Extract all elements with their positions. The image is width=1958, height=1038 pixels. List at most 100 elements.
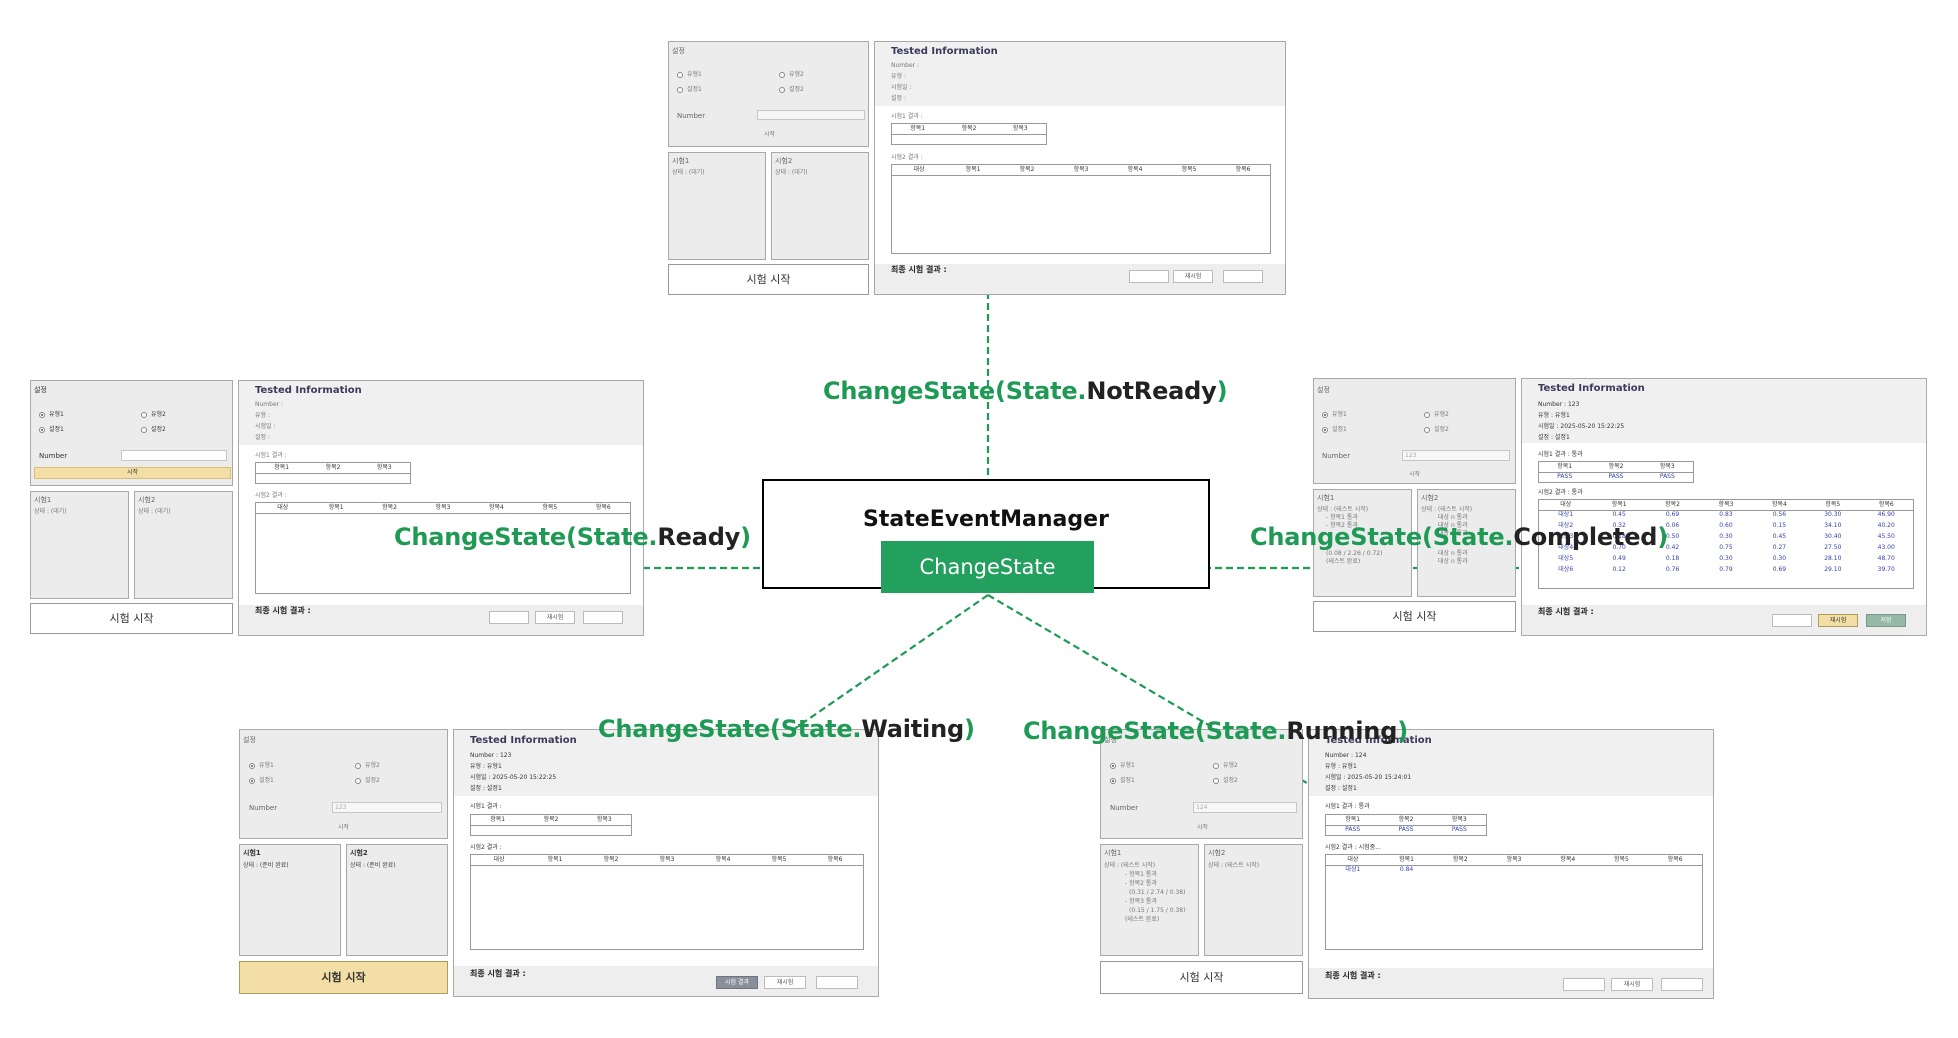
test1-log-1: - 항목1 통과	[1125, 871, 1157, 878]
test2-status: 상태 : (준비 완료)	[350, 862, 396, 869]
label-ready: ChangeState(State.Ready)	[394, 523, 751, 551]
save-button[interactable]	[583, 611, 623, 624]
retest-button[interactable]: 재시험	[1818, 614, 1858, 627]
radio-type2[interactable]	[141, 412, 147, 418]
test1-log-3: (0.08 / 2.26 / 0.72)	[1326, 550, 1383, 557]
radio-setting2[interactable]	[1424, 427, 1430, 433]
retest-button[interactable]: 재시험	[764, 976, 806, 989]
radio-setting2[interactable]	[1213, 778, 1219, 784]
test2-title: 시험2	[1421, 494, 1439, 502]
retest-button[interactable]: 재시험	[1173, 270, 1213, 283]
info-number: Number : 123	[1538, 401, 1580, 408]
test1-tile: 시험1 상태 : (준비 완료)	[239, 844, 341, 956]
result-button[interactable]	[1772, 614, 1812, 627]
radio-type2[interactable]	[779, 72, 785, 78]
result-button[interactable]: 시험 결과	[716, 976, 758, 989]
radio-setting1[interactable]	[1110, 778, 1116, 784]
start-small-button[interactable]: 시작	[764, 131, 776, 138]
radio-setting1[interactable]	[677, 87, 683, 93]
radio-setting1-label: 설정1	[49, 426, 64, 433]
retest-button[interactable]: 재시험	[535, 611, 575, 624]
radio-setting1[interactable]	[1322, 427, 1328, 433]
change-state-button[interactable]: ChangeState	[881, 541, 1094, 593]
retest-button[interactable]: 재시험	[1611, 978, 1653, 991]
start-small-button[interactable]: 시작	[1409, 471, 1421, 478]
start-test-button[interactable]: 시험 시작	[1313, 601, 1516, 632]
radio-setting2-label: 설정2	[151, 426, 166, 433]
save-button[interactable]: 저장	[1866, 614, 1906, 627]
result1-label: 시험1 결과 :	[470, 803, 502, 810]
settings-title: 설정	[34, 386, 47, 394]
test1-log-2: - 항목2 통과	[1125, 880, 1157, 887]
result-button[interactable]	[1563, 978, 1605, 991]
panel-ready: 설정 유형1 유형2 설정1 설정2 Number 시작 시험1 상태 : (대…	[30, 380, 644, 636]
test1-tile: 시험1 상태 : (대기)	[30, 491, 129, 599]
info-pane: Tested Information Number : 123 유형 : 유형1…	[453, 729, 879, 997]
radio-type2[interactable]	[1424, 412, 1430, 418]
start-test-button[interactable]: 시험 시작	[668, 264, 869, 295]
result-button[interactable]	[489, 611, 529, 624]
radio-type2-label: 유형2	[1434, 411, 1449, 418]
radio-setting2[interactable]	[779, 87, 785, 93]
info-type: 유형 : 유형1	[470, 763, 502, 770]
tested-info-title: Tested Information	[891, 46, 998, 57]
radio-type1[interactable]	[39, 412, 45, 418]
radio-setting2[interactable]	[355, 778, 361, 784]
settings-pane: 설정 유형1 유형2 설정1 설정2 Number 123 시작	[1313, 378, 1516, 484]
radio-type1[interactable]	[249, 763, 255, 769]
start-small-button[interactable]: 시작	[1197, 824, 1209, 831]
test1-log-1: - 항목1 통과	[1326, 514, 1358, 521]
radio-setting1-label: 설정1	[1332, 426, 1347, 433]
radio-setting1[interactable]	[249, 778, 255, 784]
radio-type1[interactable]	[677, 72, 683, 78]
save-button[interactable]	[1661, 978, 1703, 991]
info-type: 유형 : 유형1	[1325, 763, 1357, 770]
radio-type2[interactable]	[355, 763, 361, 769]
radio-type1[interactable]	[1322, 412, 1328, 418]
test2-tile: 시험2 상태 : (대기)	[134, 491, 233, 599]
test1-title: 시험1	[672, 157, 690, 165]
result1-label: 시험1 결과 : 통과	[1325, 803, 1370, 810]
start-test-button[interactable]: 시험 시작	[1100, 961, 1303, 994]
panel-completed: 설정 유형1 유형2 설정1 설정2 Number 123 시작 시험1 상태 …	[1313, 378, 1927, 636]
test1-log-2: - 항목2 통과	[1326, 522, 1358, 529]
start-test-button[interactable]: 시험 시작	[239, 961, 448, 994]
info-pane: Tested Information Number : 유형 : 시험일 : 설…	[238, 380, 644, 636]
label-completed: ChangeState(State.Completed)	[1250, 523, 1669, 551]
result1-label: 시험1 결과 : 통과	[1538, 451, 1583, 458]
radio-type1[interactable]	[1110, 763, 1116, 769]
settings-pane: 설정 유형1 유형2 설정1 설정2 Number 123 시작	[239, 729, 448, 839]
radio-setting1-label: 설정1	[1120, 777, 1135, 784]
info-setting: 설정 :	[891, 95, 906, 102]
save-button[interactable]	[816, 976, 858, 989]
start-test-button[interactable]: 시험 시작	[30, 603, 233, 634]
radio-type1-label: 유형1	[1332, 411, 1347, 418]
number-input[interactable]	[121, 450, 227, 461]
info-setting: 설정 :	[255, 434, 270, 441]
save-button[interactable]	[1223, 270, 1263, 283]
start-small-button[interactable]: 시작	[34, 467, 231, 479]
number-input[interactable]	[757, 110, 865, 120]
test2-tile: 시험2 상태 : (대기)	[771, 152, 869, 260]
start-small-button[interactable]: 시작	[338, 824, 350, 831]
radio-setting2[interactable]	[141, 427, 147, 433]
radio-type2[interactable]	[1213, 763, 1219, 769]
tested-info-title: Tested Information	[470, 735, 577, 746]
test1-tile: 시험1 상태 : (테스트 시작) - 항목1 통과 - 항목2 통과 (0.3…	[1100, 844, 1199, 956]
final-result-label: 최종 시험 결과 :	[891, 265, 947, 274]
result-button[interactable]	[1129, 270, 1169, 283]
number-input[interactable]: 124	[1193, 802, 1297, 813]
number-input[interactable]: 123	[332, 802, 442, 813]
number-input[interactable]: 123	[1402, 450, 1510, 461]
info-setting: 설정 : 설정1	[470, 785, 502, 792]
radio-setting1[interactable]	[39, 427, 45, 433]
final-result-label: 최종 시험 결과 :	[255, 606, 311, 615]
